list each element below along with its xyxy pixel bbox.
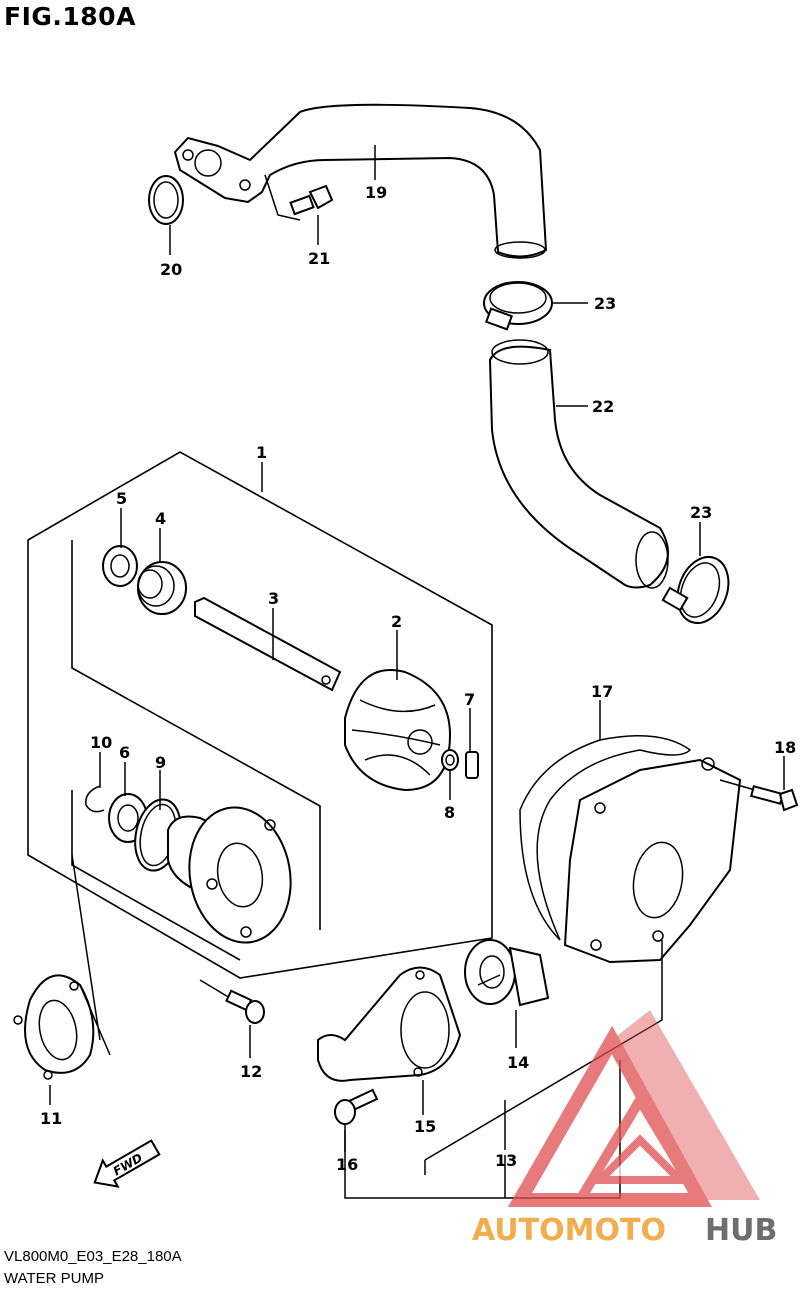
callout-5: 5 [116, 489, 127, 508]
part-5-bearing [102, 545, 138, 587]
callout-labels: 1 2 3 4 5 6 7 8 9 10 11 12 13 14 15 16 1… [40, 183, 796, 1174]
callout-3: 3 [268, 589, 279, 608]
fwd-arrow: FWD [93, 1139, 161, 1188]
callout-13: 13 [495, 1151, 517, 1170]
part-18-bolt [719, 779, 799, 812]
callout-11: 11 [40, 1109, 62, 1128]
diagram-name: WATER PUMP [4, 1270, 104, 1287]
part-11-gasket [13, 974, 95, 1080]
callout-6: 6 [119, 743, 130, 762]
part-2-impeller [344, 669, 452, 792]
part-22-water-hose [488, 339, 669, 589]
automotohub-logo-mark [507, 1010, 760, 1207]
callout-12: 12 [240, 1062, 262, 1081]
watermark-text-automoto: AUTOMOTO [472, 1213, 666, 1248]
callout-23-upper: 23 [594, 294, 616, 313]
callout-19: 19 [365, 183, 387, 202]
group-13-bracket [344, 940, 663, 1199]
part-23-hose-clamp-lower [661, 556, 730, 624]
callout-21: 21 [308, 249, 330, 268]
callout-10: 10 [90, 733, 112, 752]
diagram-code: VL800M0_E03_E28_180A [4, 1248, 182, 1265]
part-16-screw [334, 1088, 379, 1125]
part-12-screw [199, 979, 265, 1024]
part-15-thermostat-cover [317, 966, 462, 1082]
thermostat-housing [563, 757, 742, 964]
part-8-washer [441, 749, 459, 771]
part-10-circlip [85, 785, 105, 813]
figure-title: FIG.180A [4, 2, 136, 31]
part-19-outlet-pipe [173, 103, 548, 259]
callout-2: 2 [391, 612, 402, 631]
watermark-text-hub: HUB [705, 1213, 777, 1248]
part-4-mechanical-seal [137, 561, 187, 615]
callout-15: 15 [414, 1117, 436, 1136]
part-20-o-ring [148, 175, 184, 225]
callout-18: 18 [774, 738, 796, 757]
part-3-pump-shaft [194, 596, 342, 692]
assembly-box-part-1 [27, 451, 493, 979]
callout-1: 1 [256, 443, 267, 462]
callout-17: 17 [591, 682, 613, 701]
callout-9: 9 [155, 753, 166, 772]
leader-lines [49, 145, 785, 1152]
part-14-thermostat [464, 939, 550, 1007]
pump-case [167, 806, 292, 944]
callout-23-lower: 23 [690, 503, 712, 522]
part-21-bolt [264, 174, 334, 221]
callout-22: 22 [592, 397, 614, 416]
callout-8: 8 [444, 803, 455, 822]
callout-20: 20 [160, 260, 182, 279]
part-17-gasket [519, 735, 692, 941]
callout-4: 4 [155, 509, 166, 528]
callout-14: 14 [507, 1053, 529, 1072]
part-11-extension-lines [71, 854, 111, 1056]
callout-16: 16 [336, 1155, 358, 1174]
part-7-pin [465, 751, 479, 779]
callout-7: 7 [464, 690, 475, 709]
part-23-hose-clamp-upper [483, 281, 553, 331]
